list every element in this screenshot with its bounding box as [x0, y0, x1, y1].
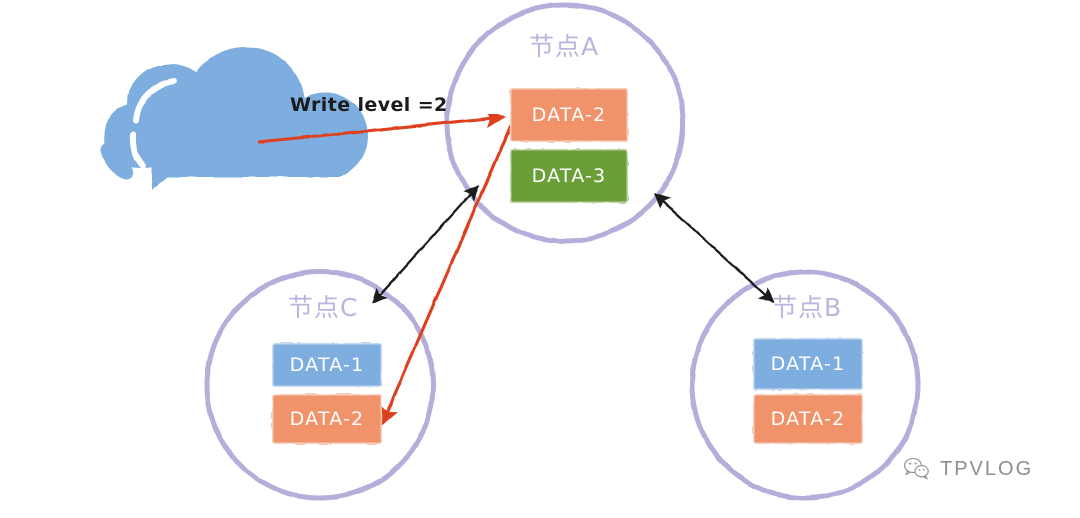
write-edge-line: [257, 109, 506, 144]
node-c-item-0-rect: [272, 343, 382, 387]
node-c-label: 节点C: [288, 293, 359, 322]
node-c-circle: [204, 269, 436, 501]
node-b-circle: [689, 269, 921, 501]
node-a-item-0-rect: [510, 88, 628, 142]
node-b-label: 节点B: [772, 293, 843, 322]
node-b-item-1: DATA-2: [753, 394, 863, 444]
node-c-item-1-rect: [272, 394, 382, 444]
watermark-text: TPVLOG: [940, 457, 1034, 480]
watermark: TPVLOG: [903, 457, 1033, 481]
edge-a-c-line: [372, 185, 479, 304]
write-edge-label: Write level =2: [290, 94, 448, 116]
node-c-item-0: DATA-1: [272, 343, 382, 387]
node-b-item-0: DATA-1: [753, 338, 863, 390]
node-a-item-1-rect: [510, 149, 628, 203]
node-a-item-0: DATA-2: [510, 88, 628, 142]
node-b-item-1-rect: [753, 394, 863, 444]
node-c-item-1: DATA-2: [272, 394, 382, 444]
node-b-item-0-rect: [753, 338, 863, 390]
node-a-item-1: DATA-3: [510, 149, 628, 203]
replicate-edge-line: [380, 119, 515, 427]
node-a-label: 节点A: [529, 32, 600, 61]
client-cloud: [101, 47, 368, 190]
edge-a-b-line: [654, 193, 774, 303]
wechat-icon: [904, 457, 929, 480]
